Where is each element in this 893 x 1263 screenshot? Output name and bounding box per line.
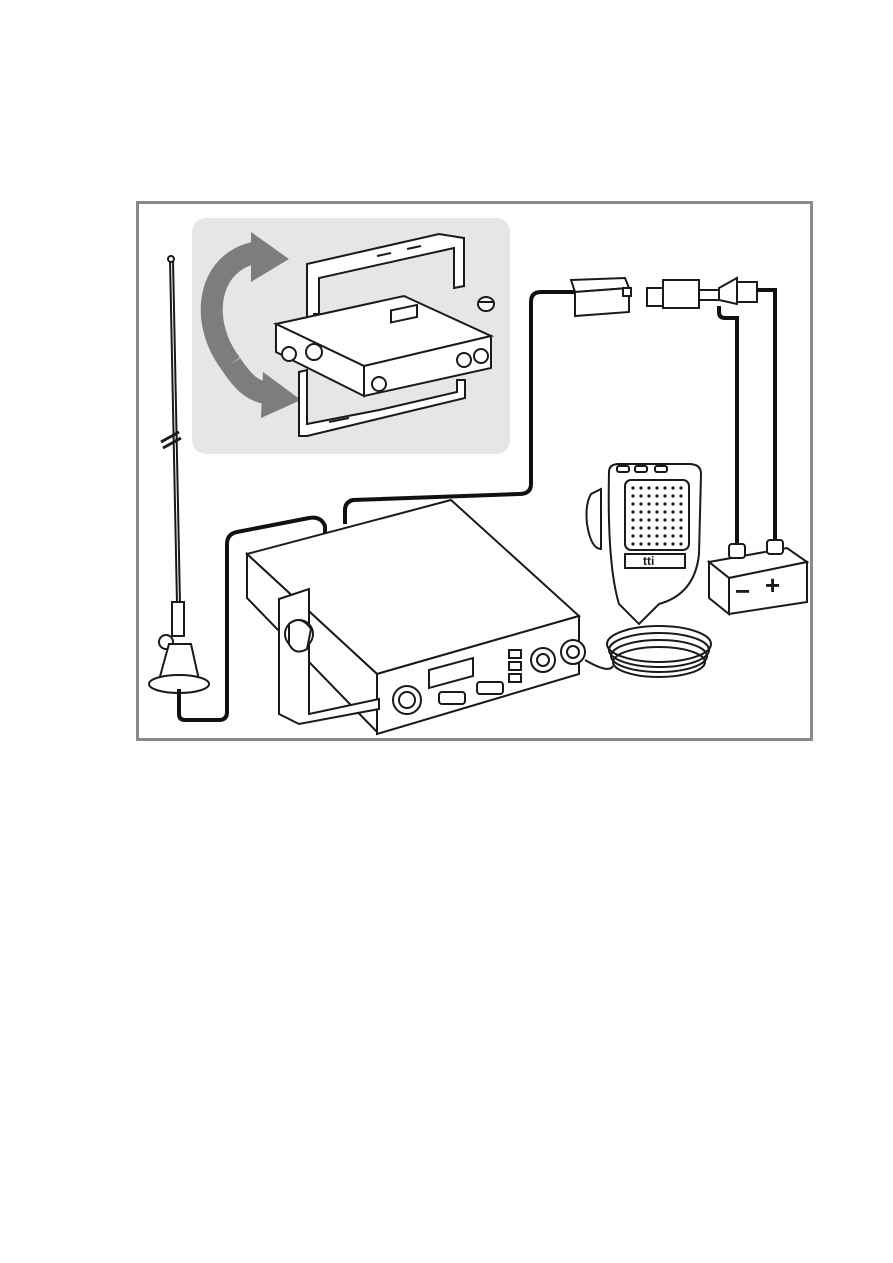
antenna-cable — [177, 515, 327, 722]
microphone-coil-cord — [584, 625, 712, 678]
rotate-arrow-icon — [200, 232, 301, 418]
antenna-icon — [148, 255, 210, 694]
microphone-grille — [631, 486, 683, 546]
power-connector-icon — [569, 276, 632, 318]
battery-icon — [706, 539, 810, 617]
bracket-mounting-inset — [192, 218, 510, 454]
microphone-brand-label: tti — [643, 554, 654, 568]
positive-wire — [757, 288, 777, 544]
installation-diagram: tti — [148, 218, 810, 736]
installation-diagram-frame: tti — [136, 201, 813, 741]
negative-wire — [717, 306, 739, 544]
battery-negative-label: − — [735, 576, 750, 606]
radio-unit-small — [272, 294, 495, 398]
battery-positive-label: + — [765, 570, 780, 600]
lower-bracket — [298, 368, 466, 437]
power-cable — [343, 290, 575, 524]
fuse-holder-icon — [718, 276, 758, 306]
bracket-knob-icon — [477, 296, 495, 312]
power-socket-icon — [646, 279, 719, 309]
microphone-icon: tti — [585, 463, 703, 626]
radio-unit-icon — [244, 498, 586, 736]
